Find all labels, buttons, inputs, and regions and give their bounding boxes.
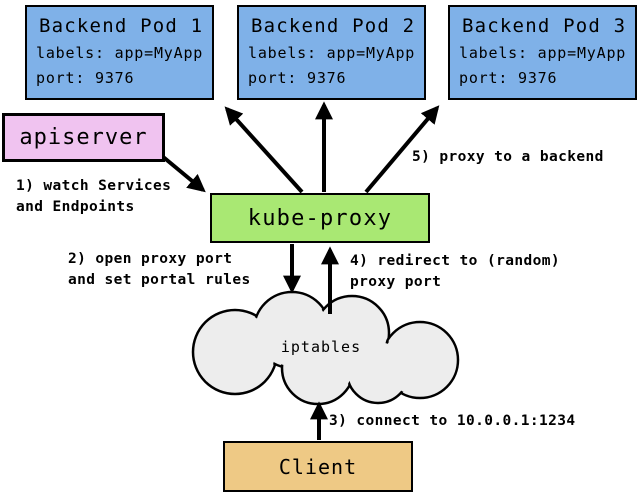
apiserver-box: apiserver	[2, 113, 165, 162]
arrow-kubeproxy-to-pod3	[364, 105, 440, 194]
iptables-label: iptables	[280, 338, 362, 356]
client-box: Client	[223, 441, 413, 492]
step-3-connect: 3) connect to 10.0.0.1:1234	[329, 413, 576, 429]
pod-labels: labels: app=MyApp	[248, 44, 416, 62]
step-2-open-proxy-port: 2) open proxy port and set portal rules	[68, 251, 251, 288]
kube-proxy-label: kube-proxy	[247, 205, 393, 231]
backend-pod-3-box: Backend Pod 3 labels: app=MyApp port: 93…	[448, 5, 637, 100]
pod-port: port: 9376	[36, 69, 135, 87]
iptables-cloud-fill	[195, 294, 456, 402]
pod-title: Backend Pod 1	[39, 15, 204, 37]
backend-pod-1-box: Backend Pod 1 labels: app=MyApp port: 93…	[25, 5, 214, 100]
arrow-kubeproxy-to-pod1	[224, 106, 304, 194]
pod-labels: labels: app=MyApp	[36, 44, 204, 62]
backend-pod-2-box: Backend Pod 2 labels: app=MyApp port: 93…	[237, 5, 426, 100]
client-label: Client	[278, 454, 358, 479]
pod-port: port: 9376	[459, 69, 558, 87]
apiserver-label: apiserver	[19, 125, 148, 150]
step-1-watch-services: 1) watch Services and Endpoints	[16, 178, 172, 215]
kube-proxy-box: kube-proxy	[210, 193, 430, 243]
pod-port: port: 9376	[248, 69, 347, 87]
arrow-apiserver-to-kubeproxy	[160, 154, 206, 193]
step-5-proxy-to-backend: 5) proxy to a backend	[412, 149, 604, 165]
pod-title: Backend Pod 2	[251, 15, 416, 37]
step-4-redirect: 4) redirect to (random) proxy port	[350, 253, 560, 290]
pod-title: Backend Pod 3	[462, 15, 627, 37]
pod-labels: labels: app=MyApp	[459, 44, 627, 62]
